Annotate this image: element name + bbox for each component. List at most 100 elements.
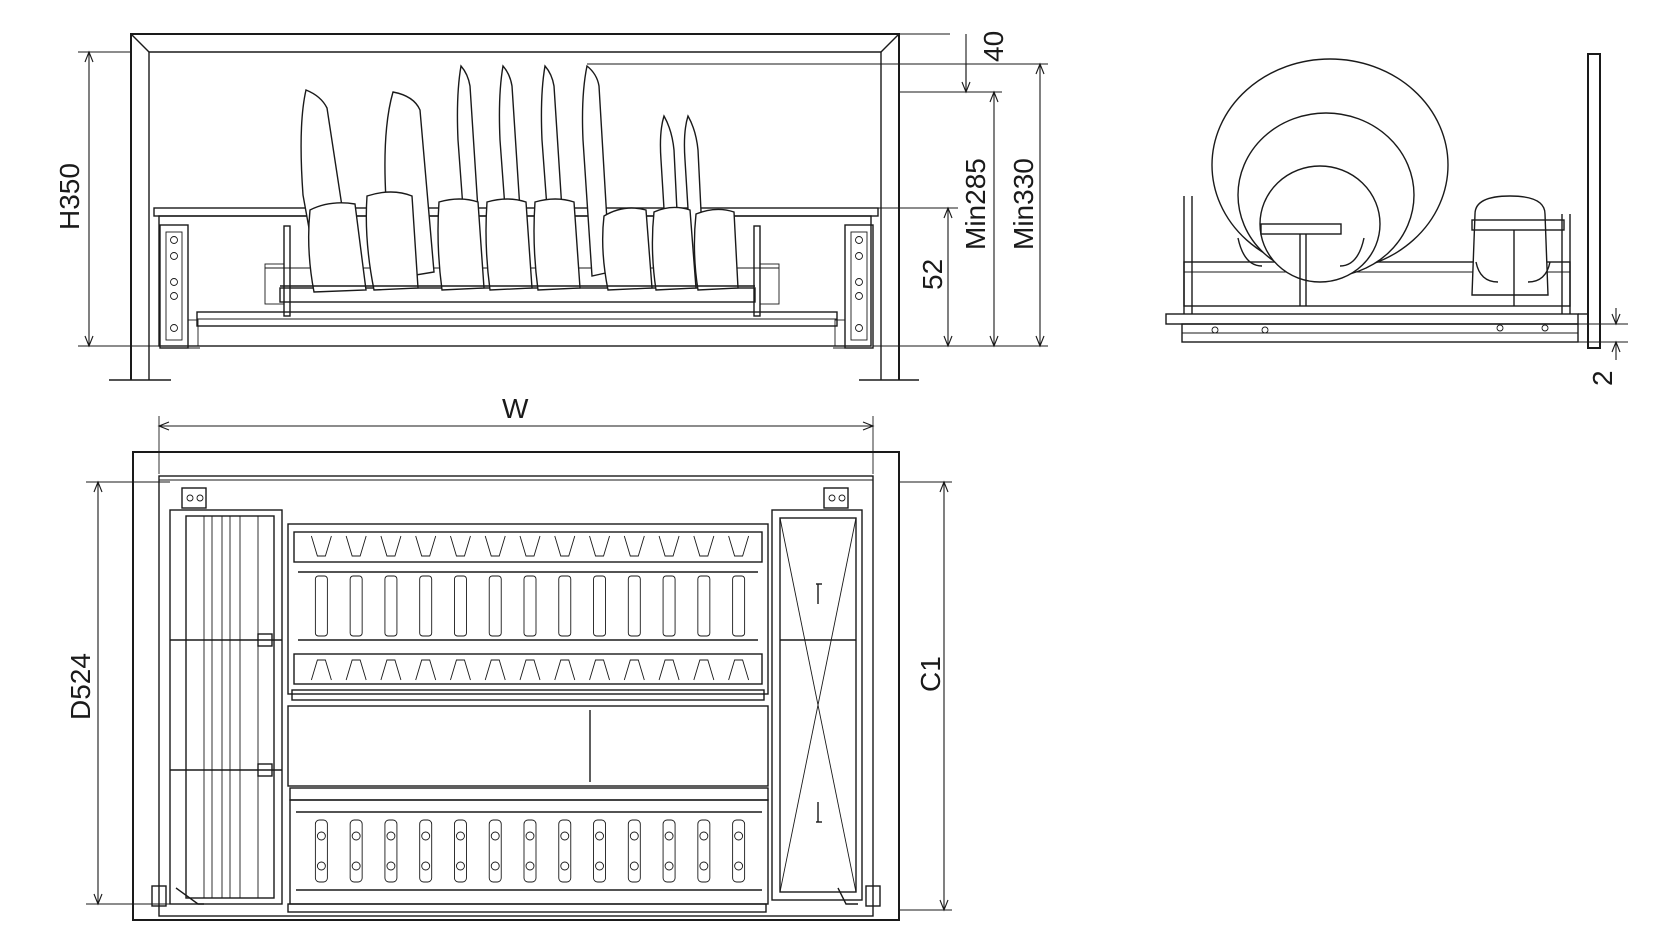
upper-slot-bottom bbox=[450, 659, 471, 681]
upper-plate-divider bbox=[593, 575, 606, 637]
upper-plate-divider bbox=[384, 575, 398, 637]
lower-slot-knob bbox=[456, 831, 465, 841]
lower-slot-knob bbox=[699, 831, 709, 841]
side-plate-holder bbox=[1237, 223, 1365, 306]
front-bowls bbox=[307, 191, 739, 293]
lower-plate-divider bbox=[627, 819, 641, 883]
upper-plate-divider bbox=[454, 575, 467, 637]
upper-plate-divider bbox=[662, 575, 676, 637]
lower-plate-divider bbox=[454, 819, 467, 883]
lower-slot-knob bbox=[560, 831, 570, 841]
upper-plate-divider bbox=[314, 575, 328, 637]
lower-slot-knob bbox=[629, 861, 639, 871]
side-dimensions: 2 bbox=[1578, 308, 1628, 386]
upper-slot-top bbox=[658, 535, 680, 557]
min285-label: Min285 bbox=[960, 158, 991, 250]
upper-slot-bottom bbox=[310, 659, 332, 681]
upper-slot-top bbox=[519, 535, 541, 557]
upper-plate-divider bbox=[627, 575, 641, 637]
lower-plate-divider bbox=[349, 819, 363, 883]
min330-label: Min330 bbox=[1008, 158, 1039, 250]
upper-slot-bottom bbox=[345, 659, 367, 681]
upper-slot-top bbox=[484, 535, 506, 557]
lower-slot-knob bbox=[316, 861, 326, 871]
upper-plate-divider bbox=[732, 575, 746, 637]
upper-slot-top bbox=[345, 535, 367, 557]
lower-slot-knob bbox=[316, 831, 326, 841]
lower-plate-divider bbox=[593, 819, 606, 883]
front-dimensions: H350 40 Min285 Min330 52 bbox=[54, 31, 1048, 348]
upper-slot-top bbox=[380, 535, 402, 557]
width-label: W bbox=[502, 393, 529, 424]
lower-plate-divider bbox=[662, 819, 676, 883]
side-plates bbox=[1211, 58, 1449, 283]
upper-slot-bottom bbox=[519, 659, 541, 681]
upper-slot-bottom bbox=[693, 659, 715, 681]
lower-slot-knob bbox=[456, 861, 465, 871]
lower-slot-knob bbox=[386, 831, 396, 841]
upper-slot-bottom bbox=[554, 659, 576, 681]
upper-plate-divider bbox=[349, 575, 363, 637]
top-view bbox=[132, 451, 900, 921]
lower-slot-knob bbox=[734, 831, 744, 841]
upper-slot-top bbox=[450, 535, 471, 557]
upper-slot-top bbox=[728, 535, 750, 557]
top-dimensions: W D524 C1 bbox=[65, 393, 952, 912]
lower-plate-divider bbox=[697, 819, 711, 883]
height-label: H350 bbox=[54, 163, 85, 230]
lower-slot-knob bbox=[699, 861, 709, 871]
side-view bbox=[1165, 53, 1601, 349]
upper-slot-top bbox=[589, 535, 610, 557]
lower-slot-knob bbox=[421, 861, 431, 871]
depth-label: D524 bbox=[65, 653, 96, 720]
upper-plate-divider bbox=[558, 575, 572, 637]
upper-slot-bottom bbox=[484, 659, 506, 681]
top-center-section bbox=[287, 523, 769, 913]
top-gap-label: 40 bbox=[978, 31, 1009, 62]
lower-slot-knob bbox=[421, 831, 431, 841]
top-brackets bbox=[181, 487, 849, 509]
front-view bbox=[109, 33, 919, 381]
lower-slot-knob bbox=[351, 831, 361, 841]
lower-plate-divider bbox=[558, 819, 572, 883]
upper-slot-bottom bbox=[623, 659, 645, 681]
lower-plate-divider bbox=[732, 819, 746, 883]
lower-plate-divider bbox=[488, 819, 502, 883]
lower-plate-divider bbox=[314, 819, 328, 883]
top-left-section bbox=[169, 509, 283, 905]
upper-slot-top bbox=[415, 535, 437, 557]
lower-plate-divider bbox=[523, 819, 537, 883]
lower-slot-knob bbox=[490, 831, 500, 841]
upper-slot-bottom bbox=[589, 659, 610, 681]
lower-slot-knob bbox=[386, 861, 396, 871]
rail-height-label: 52 bbox=[917, 259, 948, 290]
upper-plate-divider bbox=[697, 575, 711, 637]
side-cup bbox=[1471, 195, 1565, 306]
upper-slot-top bbox=[554, 535, 576, 557]
lower-slot-knob bbox=[525, 861, 535, 871]
upper-slot-top bbox=[693, 535, 715, 557]
upper-plate-divider bbox=[488, 575, 502, 637]
lower-slot-knob bbox=[664, 861, 674, 871]
side-gap-label: 2 bbox=[1587, 370, 1618, 386]
lower-slot-knob bbox=[525, 831, 535, 841]
lower-slot-knob bbox=[560, 861, 570, 871]
lower-plate-divider bbox=[419, 819, 433, 883]
upper-slot-bottom bbox=[380, 659, 402, 681]
upper-slot-bottom bbox=[415, 659, 437, 681]
cabinet-depth-label: C1 bbox=[915, 656, 946, 692]
upper-plate-divider bbox=[523, 575, 537, 637]
upper-slot-top bbox=[623, 535, 645, 557]
lower-slot-knob bbox=[664, 831, 674, 841]
upper-slot-bottom bbox=[728, 659, 750, 681]
lower-slot-knob bbox=[595, 861, 604, 871]
lower-slot-knob bbox=[351, 861, 361, 871]
upper-slot-bottom bbox=[658, 659, 680, 681]
lower-slot-knob bbox=[595, 831, 604, 841]
upper-plate-divider bbox=[419, 575, 433, 637]
left-slide-mechanism bbox=[159, 224, 200, 349]
lower-slot-knob bbox=[734, 861, 744, 871]
lower-plate-divider bbox=[384, 819, 398, 883]
upper-slot-top bbox=[310, 535, 332, 557]
